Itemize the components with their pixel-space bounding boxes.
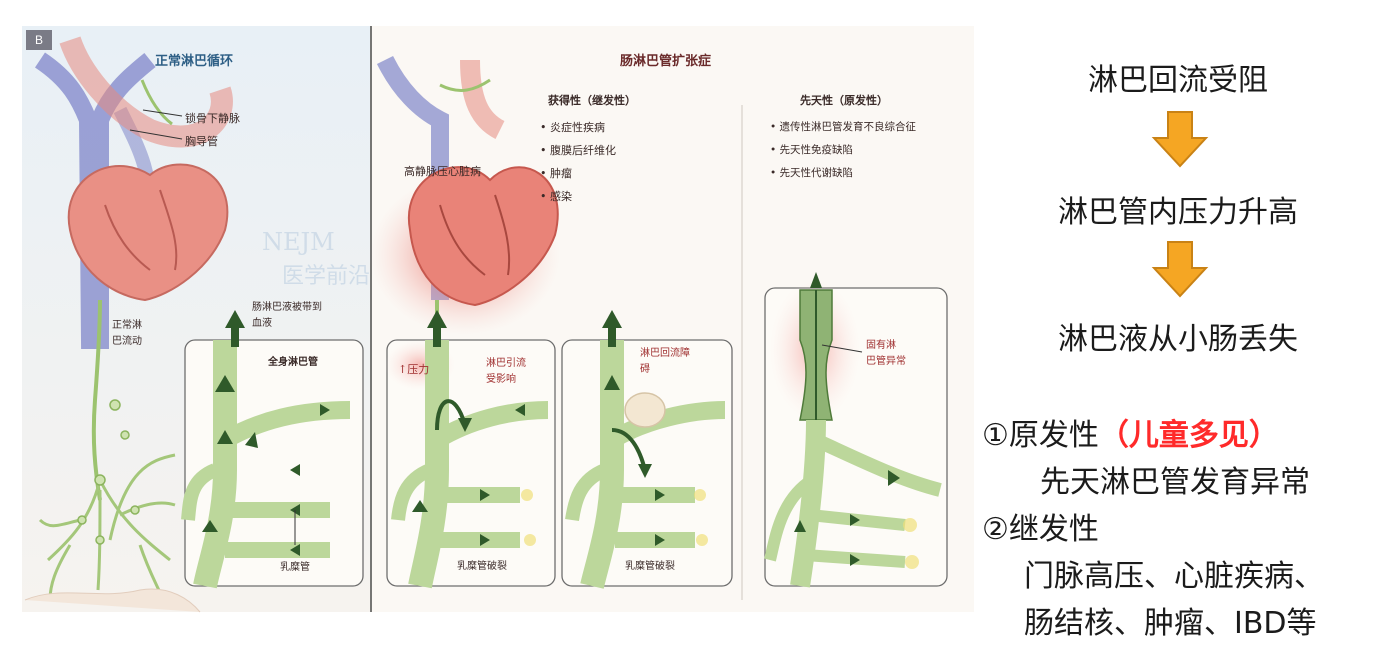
congenital-item: 先天性代谢缺陷: [770, 162, 916, 185]
acquired-list: 炎症性疾病 腹膜后纤维化 肿瘤 感染: [540, 116, 616, 208]
cause-primary: ①原发性（儿童多见）: [982, 410, 1279, 454]
main-title: 肠淋巴管扩张症: [620, 54, 712, 69]
label-lacteal: 乳糜管: [280, 562, 310, 573]
congenital-item: 先天性免疫缺陷: [770, 139, 916, 162]
down-arrow-icon: [1151, 111, 1209, 168]
secondary-label: 继发性: [1008, 512, 1099, 547]
congenital-list: 遗传性淋巴管发育不良综合征 先天性免疫缺陷 先天性代谢缺陷: [770, 116, 917, 185]
inset-obstruction: [561, 310, 733, 589]
inset-pressure: [385, 310, 556, 589]
obstruction-mass: [624, 392, 666, 428]
flow-step-3: 淋巴液从小肠丢失: [1058, 322, 1298, 357]
label-return-obstructed: 淋巴回流障 碍: [640, 348, 690, 375]
label-pressure: ↑压力: [398, 363, 430, 376]
acquired-item: 腹膜后纤维化: [540, 139, 616, 162]
inset-normal: [181, 310, 364, 589]
inset-congenital: [764, 272, 948, 588]
primary-number: ①: [982, 418, 1009, 453]
label-heart-disease: 高静脉压心脏病: [404, 165, 481, 178]
watermark-nejm: NEJM: [262, 228, 335, 256]
label-drainage-affected: 淋巴引流 受影响: [486, 358, 526, 385]
normal-circulation-title: 正常淋巴循环: [155, 54, 234, 69]
label-systemic-lymph: 全身淋巴管: [268, 357, 318, 368]
label-carried-to-blood: 肠淋巴液被带到 血液: [252, 302, 322, 329]
secondary-number: ②: [982, 512, 1009, 547]
primary-description: 先天淋巴管发育异常: [1040, 465, 1310, 500]
acquired-anatomy: [370, 55, 560, 345]
label-lacteal-rupture-2: 乳糜管破裂: [625, 561, 675, 572]
watermark-cn: 医学前沿: [282, 264, 371, 289]
primary-note: （儿童多见）: [1098, 418, 1279, 453]
cause-secondary: ②继发性: [982, 504, 1099, 548]
panel-letter: B: [26, 30, 52, 50]
primary-label: 原发性: [1008, 418, 1099, 453]
secondary-description-1: 门脉高压、心脏疾病、: [1024, 559, 1324, 594]
congenital-heading: 先天性（原发性）: [800, 94, 888, 107]
flow-step-2: 淋巴管内压力升高: [1058, 195, 1298, 230]
label-lacteal-rupture-1: 乳糜管破裂: [457, 561, 507, 572]
label-subclavian-vein: 锁骨下静脉: [185, 112, 240, 125]
label-normal-flow: 正常淋 巴流动: [112, 320, 142, 347]
acquired-item: 炎症性疾病: [540, 116, 616, 139]
acquired-heading: 获得性（继发性）: [548, 94, 636, 107]
down-arrow-icon: [1151, 241, 1209, 298]
thoracic-duct: [91, 299, 102, 501]
label-intrinsic-abnormal: 固有淋 巴管异常: [866, 340, 906, 367]
acquired-item: 感染: [540, 185, 616, 208]
heart-shape-enlarged: [407, 166, 559, 307]
acquired-item: 肿瘤: [540, 162, 616, 185]
flow-step-1: 淋巴回流受阻: [1088, 63, 1268, 98]
label-thoracic-duct: 胸导管: [185, 135, 218, 148]
left-anatomy: [24, 36, 233, 613]
secondary-description-2: 肠结核、肿瘤、IBD等: [1024, 606, 1317, 641]
heart-shape: [67, 163, 229, 302]
congenital-item: 遗传性淋巴管发育不良综合征: [770, 116, 917, 139]
